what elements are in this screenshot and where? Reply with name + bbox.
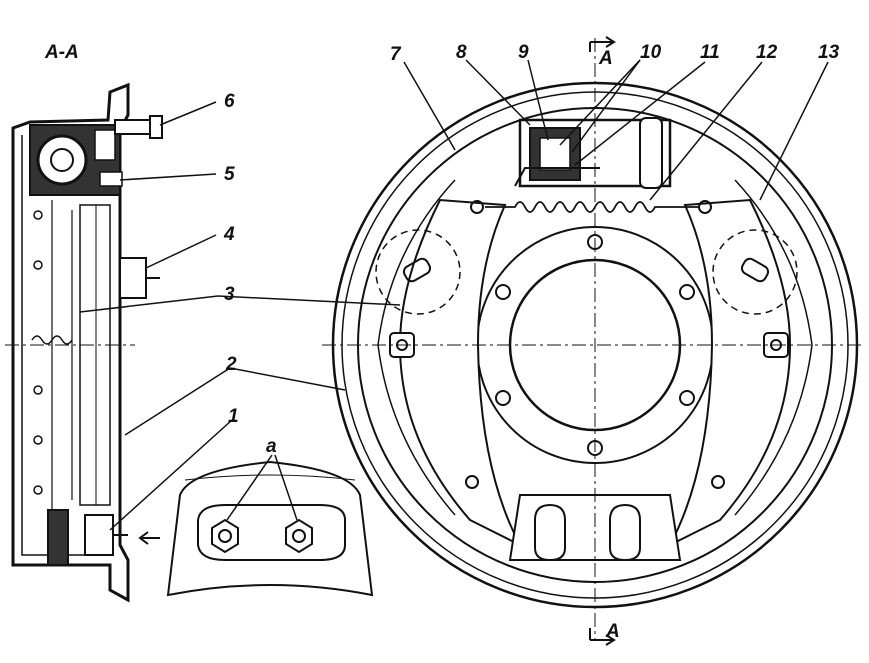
callout-1: 1 — [228, 406, 239, 427]
section-view — [11, 82, 163, 603]
section-mark-bottom: A — [605, 621, 620, 642]
left-brake-shoe — [398, 198, 523, 548]
callout-11: 11 — [700, 42, 720, 63]
section-mark-top: A — [598, 48, 613, 69]
section-title: A-A — [44, 42, 79, 63]
callout-6: 6 — [224, 91, 235, 112]
callout-5: 5 — [224, 164, 235, 185]
callout-10: 10 — [640, 42, 662, 63]
section-arrow-top — [589, 36, 616, 52]
callout-4: 4 — [223, 224, 235, 245]
left-eccentric-outline — [375, 229, 461, 315]
callout-12: 12 — [756, 42, 778, 63]
callout-8: 8 — [456, 42, 467, 63]
section-arrow-bottom — [589, 628, 616, 646]
callout-a: a — [266, 436, 277, 457]
callout-7: 7 — [390, 44, 402, 65]
return-spring — [485, 201, 700, 213]
anchor-detail — [166, 454, 374, 597]
right-eccentric-outline — [712, 229, 798, 315]
leader-lines — [79, 59, 829, 531]
callout-2: 2 — [225, 354, 237, 375]
right-brake-shoe — [667, 198, 792, 548]
callout-3: 3 — [224, 284, 235, 305]
callout-9: 9 — [518, 42, 529, 63]
callout-13: 13 — [818, 42, 840, 63]
